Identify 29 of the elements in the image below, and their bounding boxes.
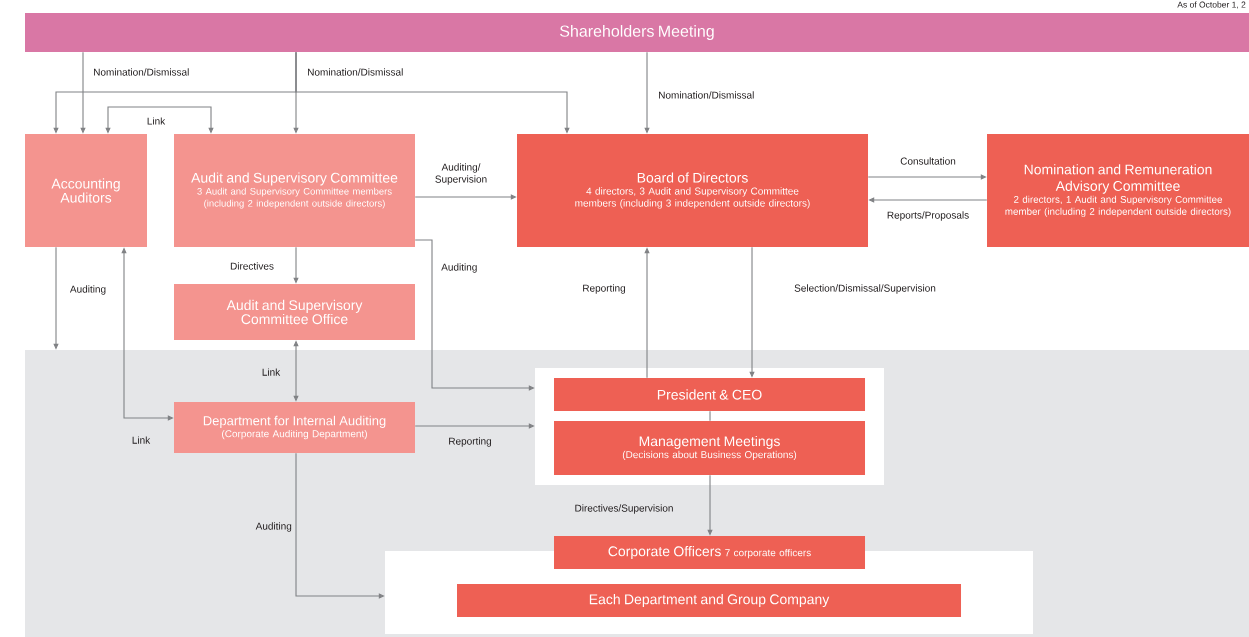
org-box: Audit and Supervisory Committee Office	[174, 284, 415, 340]
org-box: President & CEO	[554, 378, 865, 411]
edge-label: Nomination/Dismissal	[92, 67, 191, 77]
org-box: Board of Directors 4 directors, 3 Audit and Supervisory Committee members (including 3 independent outside directors)	[517, 134, 868, 247]
edge-label: Link	[130, 435, 152, 445]
edge-label: Directives	[229, 261, 275, 271]
org-box: Each Department and Group Company	[457, 584, 961, 617]
edge-label: Auditing	[68, 284, 108, 296]
org-box: Corporate Officers 7 corporate officers	[554, 536, 865, 569]
edge-label: Auditing	[440, 262, 479, 274]
org-box: Department for Internal Auditing (Corporate Auditing Department)	[174, 402, 415, 453]
edge-label: Link	[260, 367, 282, 377]
edge-label: Link	[145, 116, 167, 126]
edge-label: Nomination/Dismissal	[306, 67, 405, 77]
edge-label: Directives/Supervision	[573, 503, 675, 515]
org-box: Management Meetings (Decisions about Business Operations)	[554, 421, 865, 475]
org-box: Audit and Supervisory Committee 3 Audit and Supervisory Committee members (including 2 independent outside directors)	[174, 134, 415, 247]
edge-label: Selection/Dismissal/Supervision	[793, 283, 937, 295]
edge-label: Auditing/ Supervision	[429, 162, 493, 186]
edge-label: Auditing	[254, 521, 293, 533]
edge-label: Consultation	[899, 156, 957, 166]
edge-label: Reports/Proposals	[885, 210, 971, 222]
connector-line	[709, 410, 711, 422]
org-box: Nomination and Remuneration Advisory Committee 2 directors, 1 Audit and Supervisory Committee member (including 2 independent outside directors)	[987, 134, 1249, 247]
header-band: Shareholders Meeting	[25, 13, 1249, 52]
edge-label: Nomination/Dismissal	[657, 90, 756, 100]
edge-label: Reporting	[581, 283, 627, 295]
org-box: Accounting Auditors	[25, 134, 147, 247]
edge-label: Reporting	[447, 436, 493, 448]
